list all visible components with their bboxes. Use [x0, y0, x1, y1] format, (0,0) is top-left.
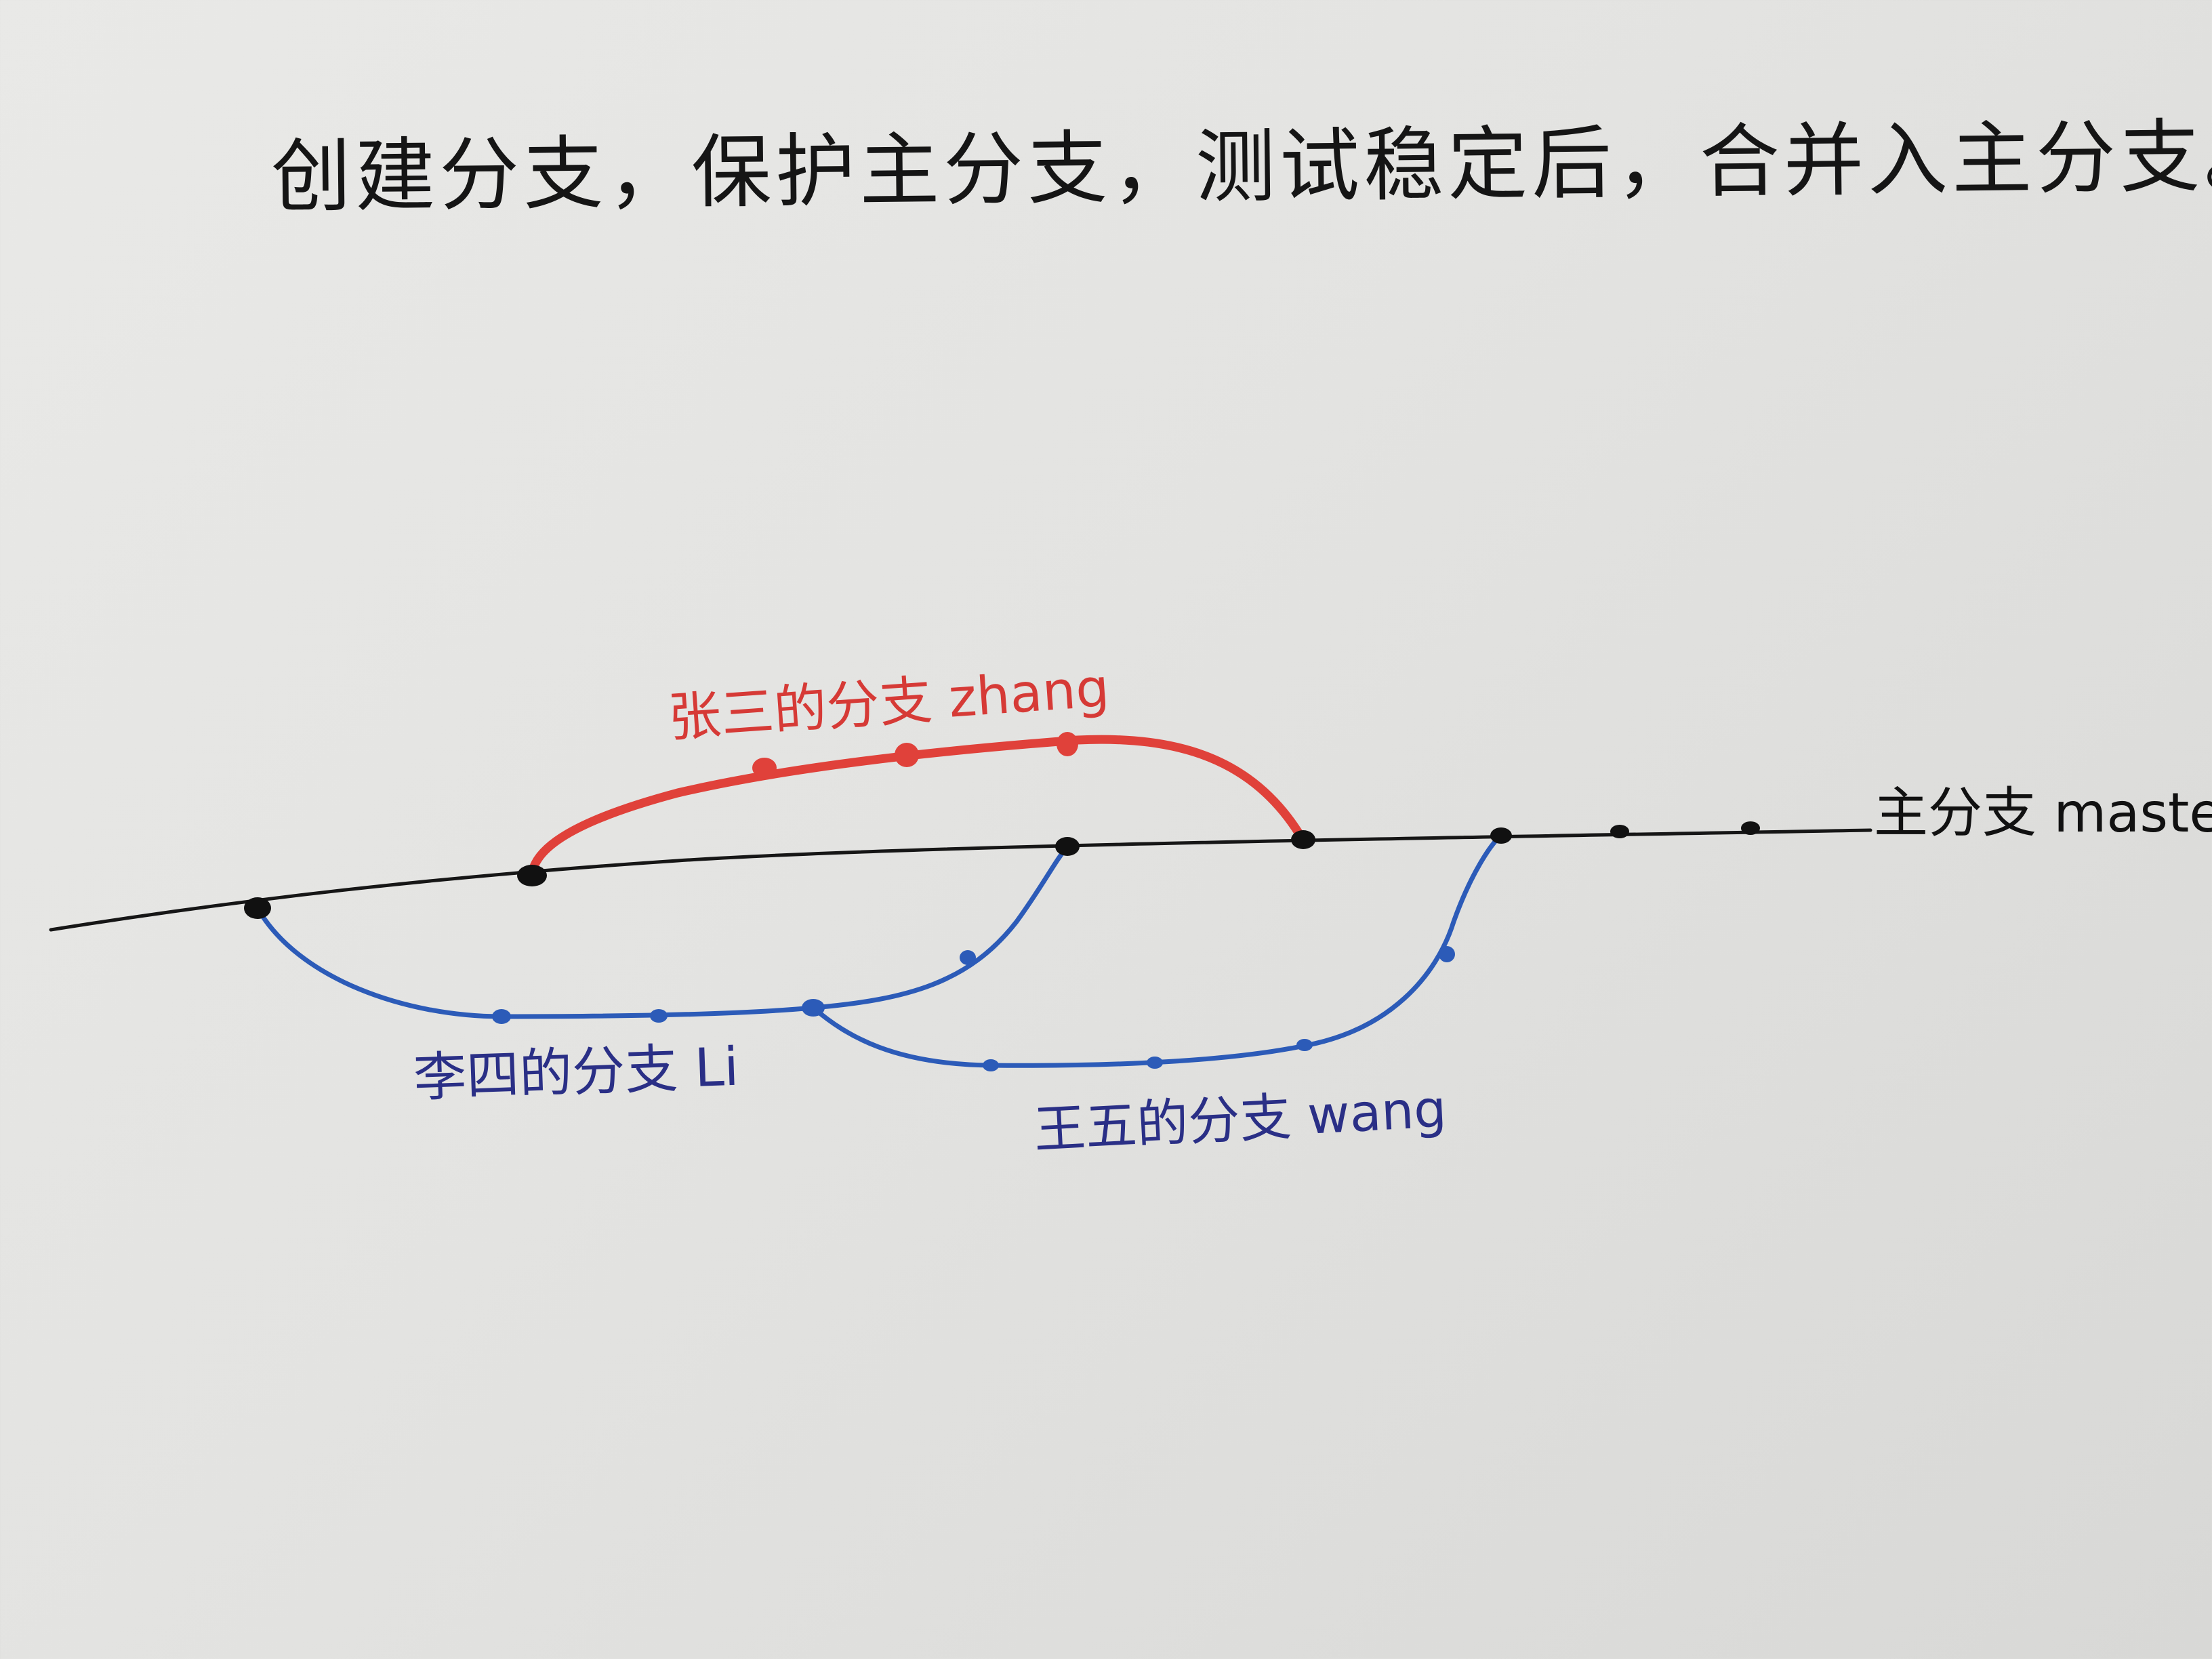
li-commit-point: [650, 1009, 668, 1023]
li-branch-label: 李四的分支 Li: [412, 1036, 740, 1109]
master-commit-point: [1610, 825, 1629, 838]
li-branch-line: [255, 844, 1070, 1019]
wang-commit-point: [983, 1059, 999, 1071]
wang-commit-point: [1439, 946, 1455, 962]
wang-branch-line: [811, 833, 1504, 1068]
master-commit-point: [244, 897, 271, 919]
li-commit-point: [802, 999, 825, 1017]
master-commit-point: [517, 865, 547, 886]
wang-commit-point: [1296, 1039, 1313, 1051]
li-commit-point: [492, 1009, 511, 1024]
zhang-commit-point: [1057, 732, 1078, 756]
master-commit-point: [1291, 830, 1315, 849]
master-branch-line: [49, 828, 1872, 932]
zhang-branch-line: [527, 735, 1306, 879]
master-commit-point: [1055, 837, 1080, 856]
master-branch-label: 主分支 master: [1874, 781, 2212, 844]
zhang-commit-point: [895, 743, 919, 767]
li-commit-point: [960, 950, 976, 965]
zhang-commit-point: [752, 758, 777, 778]
master-commit-point: [1741, 821, 1760, 835]
wang-commit-point: [1147, 1057, 1163, 1069]
master-commit-point: [1490, 827, 1512, 844]
